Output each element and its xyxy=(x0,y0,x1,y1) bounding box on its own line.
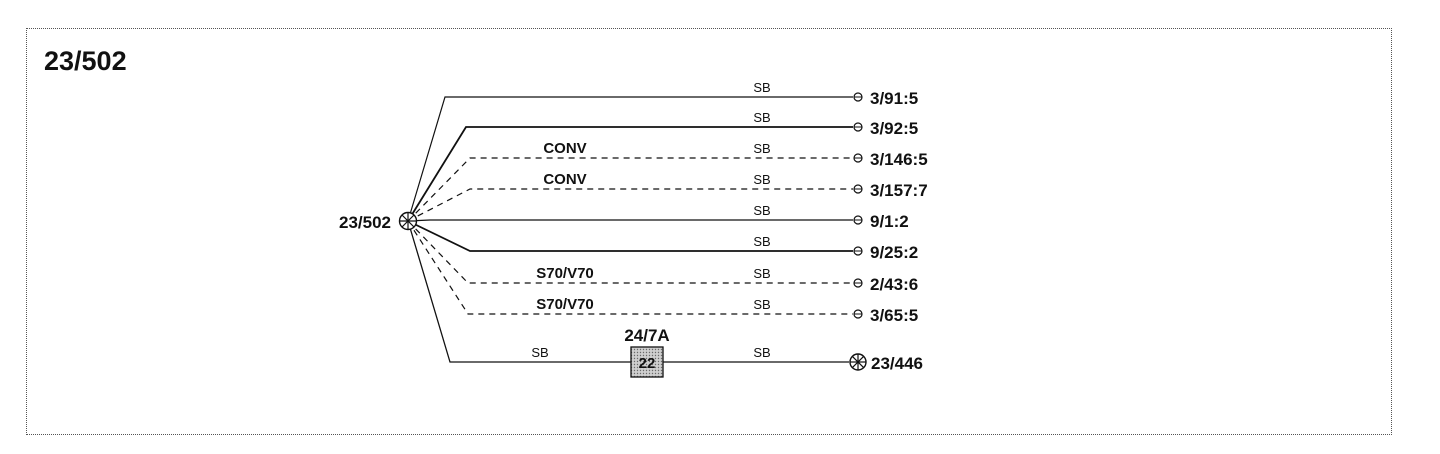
wire-5 xyxy=(407,219,853,222)
destination-label: 3/146:5 xyxy=(870,150,928,169)
wire-6 xyxy=(407,220,853,252)
destination-label: 3/65:5 xyxy=(870,306,918,325)
condition-label: CONV xyxy=(543,140,586,157)
diagram-frame xyxy=(26,28,1392,435)
condition-label: S70/V70 xyxy=(536,296,594,313)
wire-color-label: SB xyxy=(753,80,770,95)
condition-label: CONV xyxy=(543,171,586,188)
wire-color-label: SB xyxy=(753,141,770,156)
wire-color-label: SB xyxy=(753,234,770,249)
connector-label: 24/7A xyxy=(624,326,669,345)
diagram-title: 23/502 xyxy=(44,46,127,76)
wire-8 xyxy=(407,220,853,315)
condition-label: S70/V70 xyxy=(536,265,594,282)
wire-color-label: SB xyxy=(753,203,770,218)
destination-label: 9/25:2 xyxy=(870,243,918,262)
wire-color-label: SB xyxy=(753,345,770,360)
wire-color-label: SB xyxy=(753,297,770,312)
destination-label: 3/91:5 xyxy=(870,89,918,108)
wire-color-label: SB xyxy=(753,266,770,281)
connector-pin-label: 22 xyxy=(639,355,656,372)
destination-label: 9/1:2 xyxy=(870,212,909,231)
wire-3 xyxy=(407,157,853,222)
wire-7 xyxy=(407,220,853,284)
destination-label: 23/446 xyxy=(871,354,923,373)
source-splice-icon xyxy=(398,211,418,231)
wire-ground-branch xyxy=(407,220,631,363)
wire-color-label: SB xyxy=(753,110,770,125)
connector-block-icon xyxy=(630,346,664,378)
wire-4 xyxy=(407,188,853,222)
destination-label: 2/43:6 xyxy=(870,275,918,294)
wire-group: 3/91:5SB3/92:5SB3/146:5SBCONV3/157:7SBCO… xyxy=(407,80,928,378)
destination-label: 3/157:7 xyxy=(870,181,928,200)
wire-color-label: SB xyxy=(753,172,770,187)
wire-2 xyxy=(407,126,853,222)
wire-color-label: SB xyxy=(531,345,548,360)
wire-1 xyxy=(407,96,853,222)
source-node-label: 23/502 xyxy=(339,213,391,232)
splice-icon-stroke xyxy=(851,355,865,369)
destination-label: 3/92:5 xyxy=(870,119,918,138)
